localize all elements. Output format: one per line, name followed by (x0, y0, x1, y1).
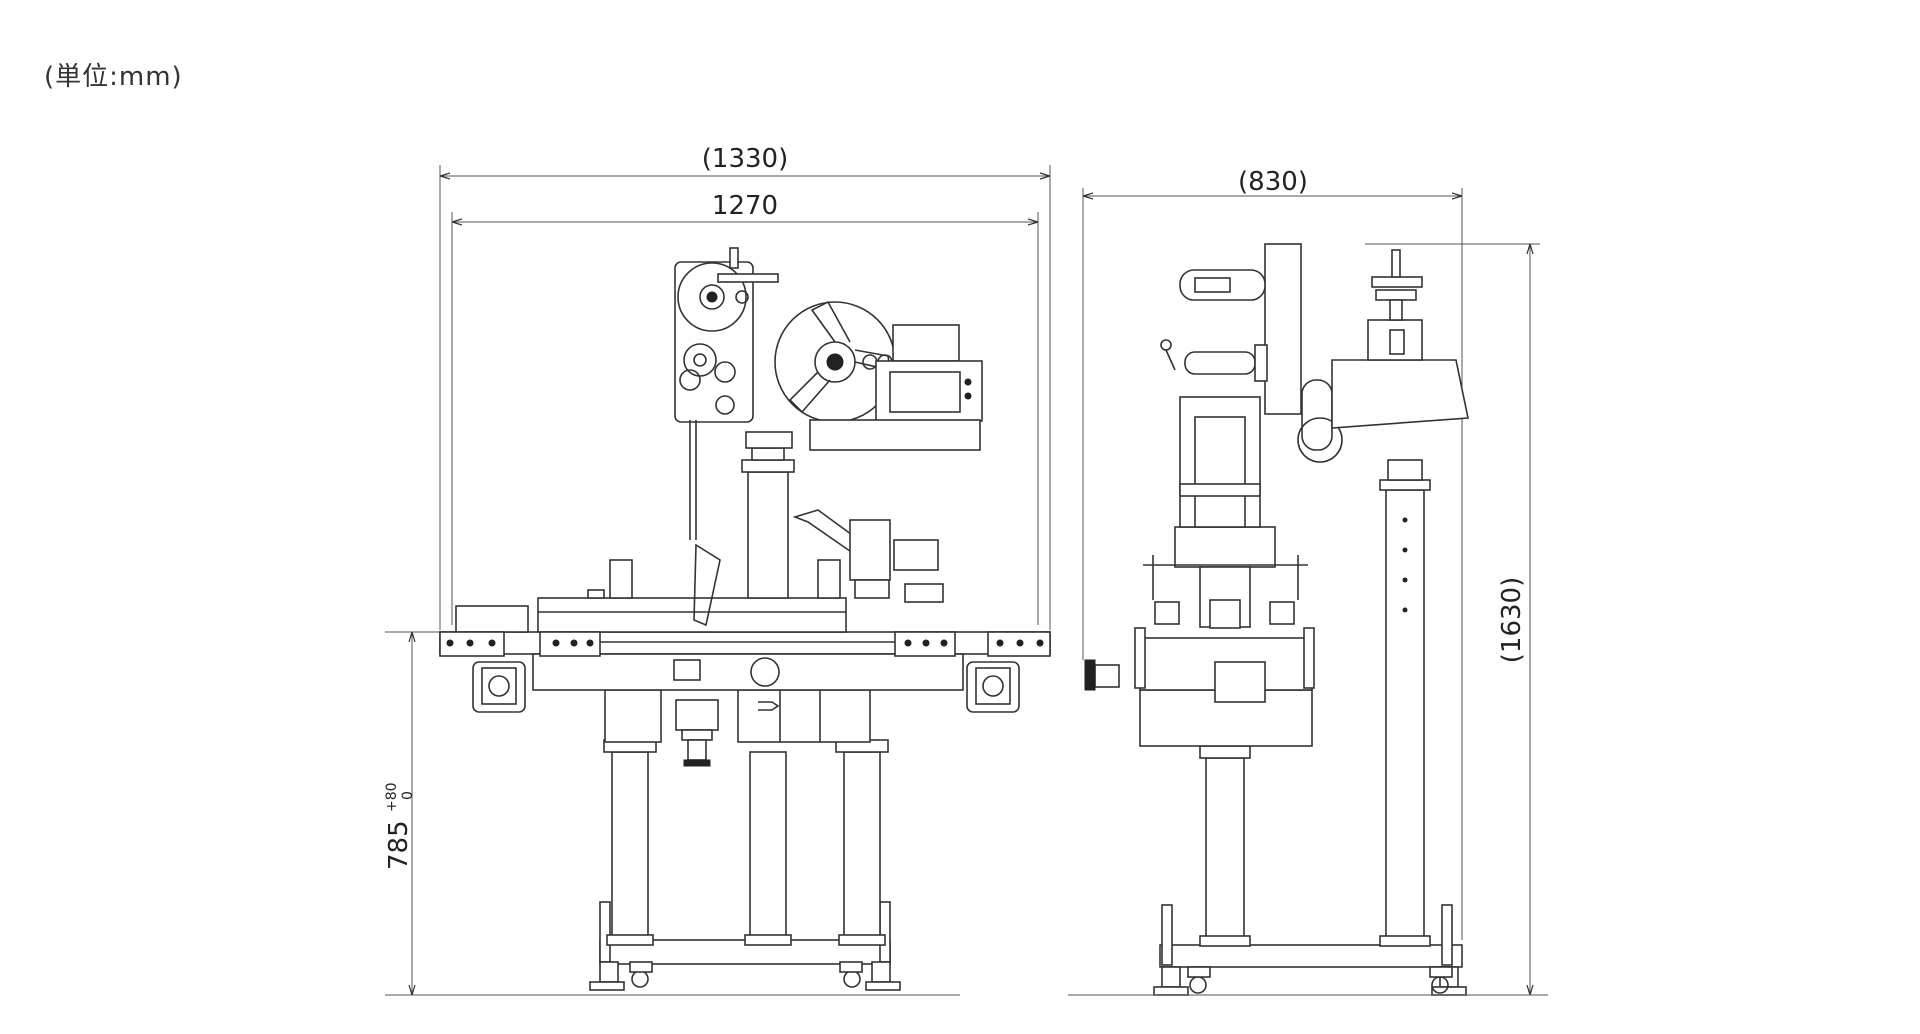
dim-tolerance-lower: 0 (400, 791, 416, 800)
side-view (1068, 243, 1540, 996)
dim-conveyor-height: 785 (384, 820, 414, 870)
dim-side-depth: (830) (1238, 167, 1308, 197)
front-view (439, 247, 1051, 996)
unit-label: (単位:mm) (44, 62, 183, 92)
dim-overall-width: (1330) (702, 144, 788, 174)
dim-tolerance-upper: +80 (384, 782, 400, 812)
dim-width: 1270 (712, 191, 778, 221)
dimension-lines (385, 165, 1548, 996)
dim-side-height: (1630) (1497, 577, 1527, 663)
